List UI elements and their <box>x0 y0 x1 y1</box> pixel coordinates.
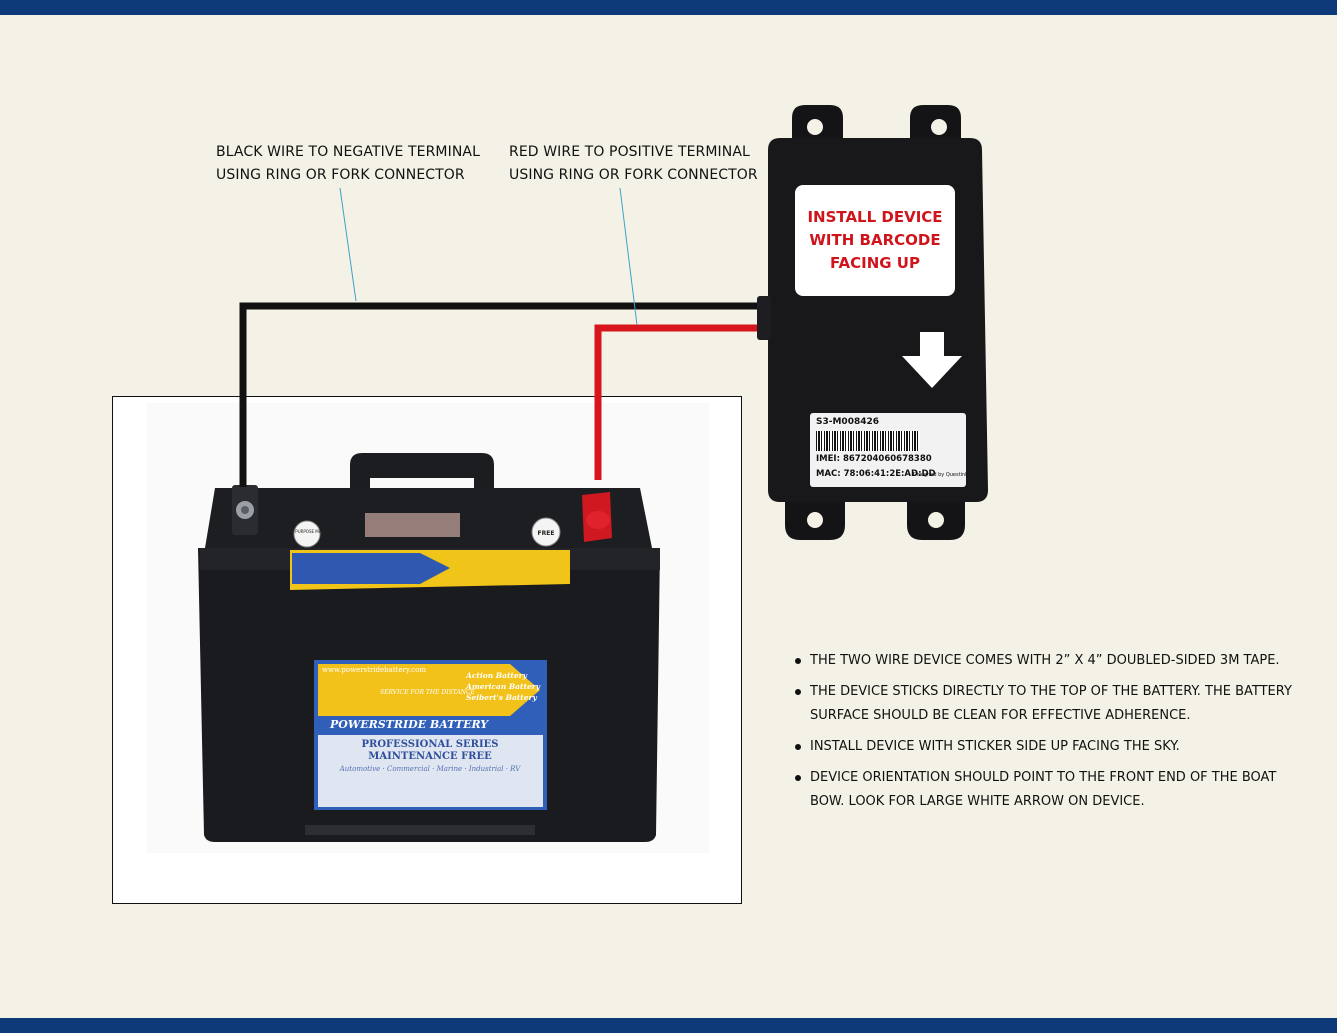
device-barcode-sticker: S3-M008426 IMEI: 867204060678380 MAC: 78… <box>810 413 969 487</box>
device-mount-hole-top-right <box>931 119 947 135</box>
top-banner <box>0 0 1337 15</box>
battery-series: PROFESSIONAL SERIES <box>362 739 499 750</box>
battery-warning-sticker <box>365 513 460 537</box>
black-wire-callout-line2: USING RING OR FORK CONNECTOR <box>216 167 465 183</box>
bottom-banner <box>0 1018 1337 1033</box>
note-item: INSTALL DEVICE WITH STICKER SIDE UP FACI… <box>793 735 1313 759</box>
red-wire-callout: RED WIRE TO POSITIVE TERMINAL USING RING… <box>509 141 758 187</box>
battery-brand-right-1: Action Battery <box>465 671 528 680</box>
battery-maintenance: MAINTENANCE FREE <box>368 751 492 762</box>
battery-uses: Automotive · Commercial · Marine · Indus… <box>339 765 521 773</box>
red-wire-callout-line1: RED WIRE TO POSITIVE TERMINAL <box>509 144 750 160</box>
red-wire-leader-line <box>619 187 638 326</box>
black-wire-callout: BLACK WIRE TO NEGATIVE TERMINAL USING RI… <box>216 141 480 187</box>
battery-brand: POWERSTRIDE BATTERY <box>329 718 489 731</box>
negative-terminal-bolt <box>241 506 249 514</box>
battery-cap-left-text: DUAL PURPOSE MARINE <box>283 529 331 534</box>
battery-front-label-panel <box>318 735 543 807</box>
black-wire <box>239 302 770 487</box>
black-wire-leader-line <box>339 187 357 302</box>
red-wire-callout-line2: USING RING OR FORK CONNECTOR <box>509 167 758 183</box>
device-cable-gland <box>757 296 771 340</box>
battery-cap-left <box>293 520 321 548</box>
note-item: THE DEVICE STICKS DIRECTLY TO THE TOP OF… <box>793 680 1313 728</box>
barcode-icon <box>816 431 920 451</box>
battery-brand-right-3: Seibert's Battery <box>466 693 537 702</box>
black-wire-callout-line1: BLACK WIRE TO NEGATIVE TERMINAL <box>216 144 480 160</box>
device-instruction-label: INSTALL DEVICE WITH BARCODE FACING UP <box>795 185 955 296</box>
note-item: THE TWO WIRE DEVICE COMES WITH 2” X 4” D… <box>793 649 1313 673</box>
installation-notes: THE TWO WIRE DEVICE COMES WITH 2” X 4” D… <box>793 649 1313 821</box>
device-imei: IMEI: 867204060678380 <box>816 454 932 464</box>
device-instruction-text: INSTALL DEVICE WITH BARCODE FACING UP <box>807 208 943 272</box>
battery-website: www.powerstridebattery.com <box>322 666 426 674</box>
red-wire <box>594 324 770 480</box>
battery-vent-strip <box>305 825 535 835</box>
note-item: DEVICE ORIENTATION SHOULD POINT TO THE F… <box>793 766 1313 814</box>
positive-terminal-cap <box>586 511 610 529</box>
battery-brand-right-2: American Battery <box>465 682 541 691</box>
white-arrow-icon <box>902 332 962 388</box>
device-mount-hole-bottom-left <box>807 512 823 528</box>
battery-cap-right-text: FREE <box>538 530 555 537</box>
battery-handle <box>350 453 494 505</box>
battery-front-label-arrow <box>318 664 540 716</box>
battery: www.powerstridebattery.com POWERSTRIDE B… <box>147 403 709 853</box>
battery-top-label-arrow <box>292 553 450 584</box>
device-designed-by: Designed by Questink <box>913 472 969 478</box>
device-mount-hole-top-left <box>807 119 823 135</box>
device-mount-hole-bottom-right <box>928 512 944 528</box>
device-serial: S3-M008426 <box>816 417 880 427</box>
device-mac: MAC: 78:06:41:2E:AD:DD <box>816 469 936 479</box>
battery-cap-right <box>531 517 561 547</box>
battery-tagline: SERVICE FOR THE DISTANCE <box>380 689 476 696</box>
